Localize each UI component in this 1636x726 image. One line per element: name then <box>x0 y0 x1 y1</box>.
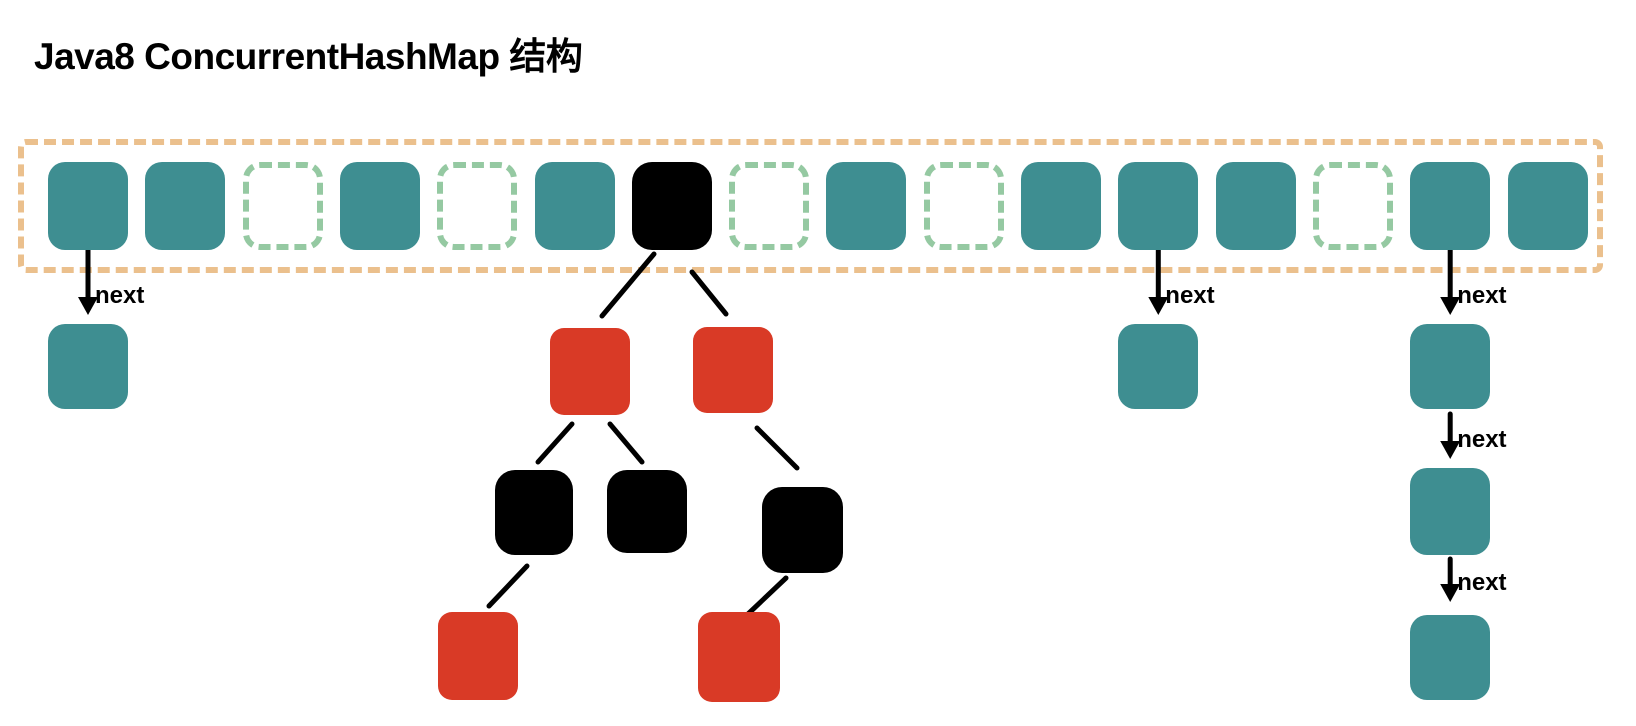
next-arrow-chain3-2-head <box>1440 441 1461 459</box>
tree-edge-t-red-1-t-black-1 <box>535 421 575 465</box>
tree-edge-t-red-1-t-black-2 <box>607 421 645 465</box>
tree-edge-t-red-2-t-black-3 <box>754 425 800 471</box>
diagram-title: Java8 ConcurrentHashMap 结构 <box>34 36 583 77</box>
tree-edge-root-t-red-1 <box>599 251 657 319</box>
tree-edge-t-black-3-t-red-4 <box>745 575 789 617</box>
bucket-array-border <box>18 139 1603 273</box>
tree-edge-t-black-1-t-red-3 <box>486 563 530 609</box>
tree-edge-root-t-red-2 <box>689 269 729 317</box>
next-arrow-chain2-1-head <box>1148 297 1169 315</box>
next-arrow-chain3-1-head <box>1440 297 1461 315</box>
next-arrow-chain1-1-head <box>78 297 98 315</box>
next-arrow-chain3-3-head <box>1440 584 1461 602</box>
